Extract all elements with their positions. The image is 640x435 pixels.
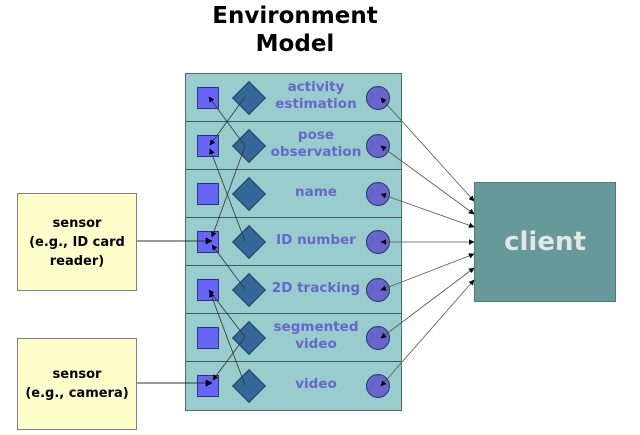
process-diamond [232,81,266,115]
input-square [197,87,219,109]
output-circle [366,230,390,254]
input-square [197,279,219,301]
input-square [197,375,219,397]
process-diamond [232,177,266,211]
client-box: client [474,182,616,302]
title-line-2: Model [255,31,335,57]
row-label: name [295,184,337,200]
client-label: client [504,227,586,257]
output-circle [366,86,390,110]
output-circle [366,134,390,158]
process-diamond [232,129,266,163]
model-row-video: video [186,362,401,410]
process-diamond [232,321,266,355]
title-line-1: Environment [212,3,378,29]
model-row-id-number: ID number [186,218,401,266]
model-row-2d-tracking: 2D tracking [186,266,401,314]
output-circle [366,374,390,398]
output-circle [366,278,390,302]
sensor-id-card-reader: sensor (e.g., ID card reader) [17,193,137,291]
input-square [197,183,219,205]
sensor-camera: sensor (e.g., camera) [17,338,137,430]
row-label: ID number [276,232,356,248]
input-square [197,135,219,157]
row-label: video [295,376,337,392]
diagram-title: Environment Model [185,2,405,58]
process-diamond [232,369,266,403]
input-square [197,231,219,253]
process-diamond [232,273,266,307]
output-circle [366,326,390,350]
input-square [197,327,219,349]
row-label: 2D tracking [271,280,361,296]
output-circle [366,182,390,206]
process-diamond [232,225,266,259]
model-row-name: name [186,170,401,218]
